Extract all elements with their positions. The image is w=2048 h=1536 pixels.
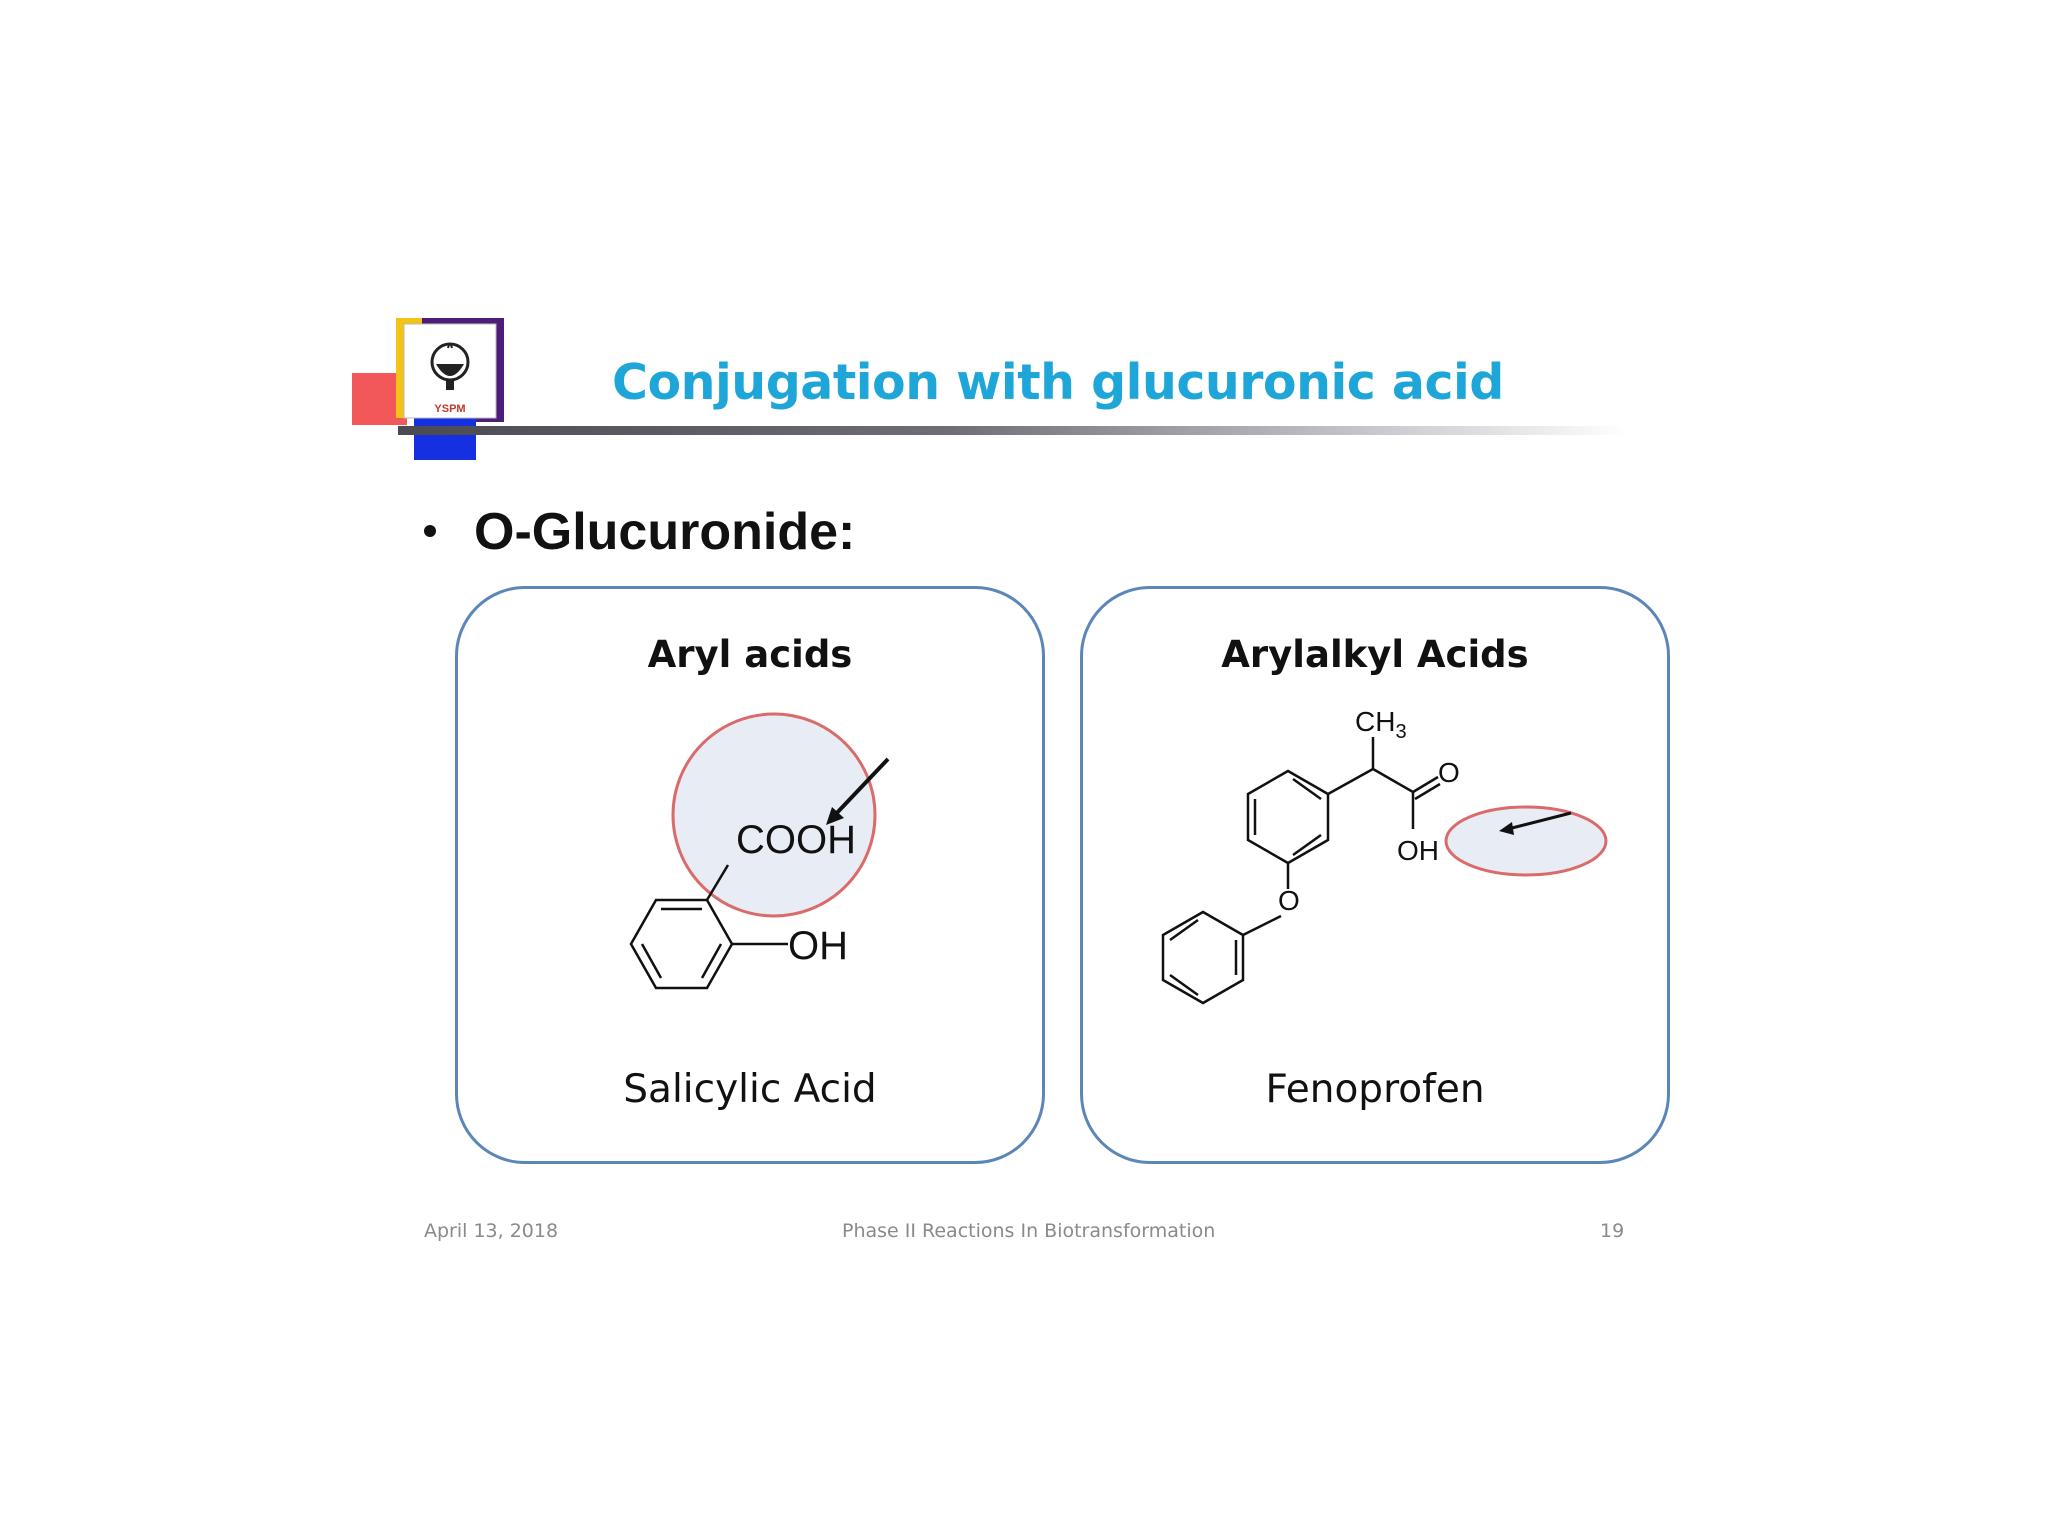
- logo-text: YSPM: [434, 403, 465, 415]
- title-divider: [398, 426, 1628, 435]
- bullet-text: O-Glucuronide:: [474, 503, 856, 561]
- salicylic-acid-structure: COOH OH: [629, 712, 890, 990]
- panel-heading: Aryl acids: [647, 633, 853, 676]
- arylalkyl-acids-panel: Arylalkyl Acids CH3 O OH O Fenoprofen: [1080, 586, 1670, 1164]
- benzene-ring: [629, 898, 734, 990]
- bullet-marker: [424, 525, 436, 537]
- yspm-logo: YSPM: [352, 318, 504, 460]
- footer-date: April 13, 2018: [424, 1220, 559, 1242]
- ch3-label: CH3: [1355, 706, 1407, 743]
- pointer-arrow: [1507, 811, 1572, 831]
- compound-name: Fenoprofen: [1265, 1067, 1485, 1112]
- fenoprofen-structure: CH3 O OH O: [1161, 706, 1608, 1005]
- oh-label: OH: [788, 924, 848, 968]
- ether-o-label: O: [1278, 885, 1300, 916]
- highlight-ellipse: [1444, 805, 1608, 877]
- slide-title: Conjugation with glucuronic acid: [612, 354, 1504, 411]
- panel-heading: Arylalkyl Acids: [1221, 633, 1529, 676]
- cooh-label: COOH: [736, 818, 856, 862]
- carbonyl-o-label: O: [1438, 757, 1460, 788]
- upper-benzene-ring: [1246, 769, 1330, 865]
- pointer-arrow: [831, 757, 890, 819]
- footer-title: Phase II Reactions In Biotransformation: [842, 1220, 1216, 1242]
- hydroxyl-label: OH: [1397, 835, 1439, 866]
- lower-benzene-ring: [1161, 910, 1245, 1005]
- page-number: 19: [1600, 1220, 1625, 1242]
- aryl-acids-panel: Aryl acids COOH OH Salicylic Acid: [455, 586, 1045, 1164]
- compound-name: Salicylic Acid: [623, 1067, 877, 1112]
- lamp-emblem-icon: [430, 342, 470, 390]
- highlight-circle: [671, 712, 877, 918]
